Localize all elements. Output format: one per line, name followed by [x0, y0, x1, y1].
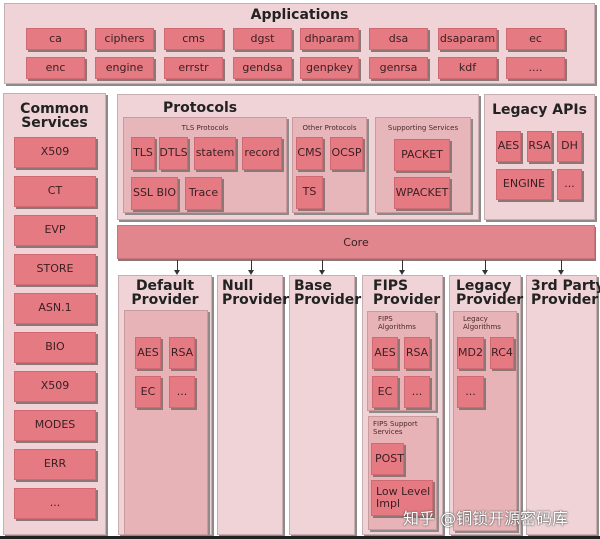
- tls-tls: TLS: [131, 137, 155, 170]
- app-dhparam: dhparam: [300, 28, 359, 50]
- base-provider-title-2: Provider: [294, 292, 362, 308]
- legacy-dh: DH: [557, 131, 582, 162]
- fips-rsa: RSA: [404, 337, 430, 369]
- default-rsa: RSA: [169, 337, 195, 369]
- app-ciphers: ciphers: [95, 28, 154, 50]
- fips-support-title-1: FIPS Support: [373, 420, 418, 428]
- legacy-rc4: RC4: [490, 337, 514, 369]
- legacy-provider-title-2: Provider: [456, 292, 524, 308]
- legacy-algorithms-title-1: Legacy: [463, 315, 488, 323]
- common-store: STORE: [14, 254, 96, 285]
- third-party-provider-panel: 3rd Party Provider: [526, 275, 600, 535]
- supporting-services-title: Supporting Services: [387, 124, 459, 132]
- app-more: ....: [506, 57, 565, 79]
- app-ca: ca: [26, 28, 85, 50]
- legacy-apis-title: Legacy APIs: [492, 102, 587, 118]
- other-ocsp: OCSP: [330, 137, 363, 170]
- protocols-title: Protocols: [163, 100, 238, 116]
- default-provider-title-1: Default: [135, 278, 195, 294]
- null-provider-panel: Null Provider: [217, 275, 289, 535]
- arrow-fips: [399, 260, 405, 275]
- app-dgst: dgst: [233, 28, 292, 50]
- support-packet: PACKET: [394, 139, 450, 171]
- fips-aes: AES: [372, 337, 398, 369]
- tls-ssl-bio: SSL BIO: [131, 177, 178, 210]
- legacy-aes: AES: [496, 131, 521, 162]
- fips-provider-title-1: FIPS: [373, 278, 409, 294]
- applications-title: Applications: [250, 7, 349, 23]
- legacy-provider-title-1: Legacy: [456, 278, 512, 294]
- common-x509: X509: [14, 137, 96, 168]
- base-provider-title-1: Base: [294, 278, 332, 294]
- tls-trace: Trace: [185, 177, 222, 210]
- base-provider-panel: Base Provider: [289, 275, 361, 535]
- support-wpacket: WPACKET: [394, 177, 450, 209]
- tls-dtls: DTLS: [159, 137, 188, 170]
- app-cms: cms: [164, 28, 223, 50]
- common-asn1: ASN.1: [14, 293, 96, 324]
- fips-low-level-impl: Low Level Impl: [371, 480, 433, 516]
- watermark: 知乎 @铜锁开源密码库: [403, 509, 569, 528]
- legacy-more: ...: [557, 169, 582, 200]
- arrow-legacy: [482, 260, 488, 275]
- common-services-title-line1: Common: [20, 101, 89, 117]
- default-aes: AES: [135, 337, 161, 369]
- common-err: ERR: [14, 449, 96, 480]
- legacy-provider-more: ...: [457, 376, 484, 408]
- null-provider-title-2: Provider: [222, 292, 290, 308]
- common-services-title-line2: Services: [21, 115, 88, 131]
- bottom-border: [0, 536, 600, 539]
- app-dsa: dsa: [369, 28, 428, 50]
- arrow-default: [174, 260, 180, 275]
- app-genrsa: genrsa: [369, 57, 428, 79]
- other-ts: TS: [296, 176, 323, 209]
- common-evp: EVP: [14, 215, 96, 246]
- fips-algorithms-title-2: Algorithms: [378, 323, 416, 331]
- core-bar: Core: [117, 225, 595, 259]
- fips-algorithms-title-1: FIPS: [378, 315, 393, 323]
- legacy-rsa: RSA: [527, 131, 552, 162]
- fips-ec: EC: [372, 376, 398, 408]
- default-ec: EC: [135, 376, 161, 408]
- app-dsaparam: dsaparam: [438, 28, 497, 50]
- third-party-provider-title-2: Provider: [531, 292, 599, 308]
- common-more: ...: [14, 488, 96, 519]
- arrow-base: [319, 260, 325, 275]
- app-ec: ec: [506, 28, 565, 50]
- third-party-provider-title-1: 3rd Party: [531, 278, 600, 294]
- fips-support-title-2: Services: [373, 428, 403, 436]
- arrow-third-party: [558, 260, 564, 275]
- other-cms: CMS: [296, 137, 323, 170]
- other-protocols-title: Other Protocols: [302, 124, 357, 132]
- common-modes: MODES: [14, 410, 96, 441]
- app-errstr: errstr: [164, 57, 223, 79]
- tls-record: record: [242, 137, 282, 170]
- common-bio: BIO: [14, 332, 96, 363]
- default-provider-title-2: Provider: [131, 292, 199, 308]
- common-x509-2: X509: [14, 371, 96, 402]
- fips-provider-title-2: Provider: [373, 292, 441, 308]
- app-engine: engine: [95, 57, 154, 79]
- null-provider-title-1: Null: [222, 278, 254, 294]
- app-genpkey: genpkey: [300, 57, 359, 79]
- common-ct: CT: [14, 176, 96, 207]
- legacy-md2: MD2: [457, 337, 484, 369]
- default-more: ...: [169, 376, 195, 408]
- app-enc: enc: [26, 57, 85, 79]
- fips-more: ...: [404, 376, 430, 408]
- fips-post: POST: [371, 443, 404, 475]
- tls-protocols-title: TLS Protocols: [181, 124, 229, 132]
- arrow-null: [248, 260, 254, 275]
- app-gendsa: gendsa: [233, 57, 292, 79]
- app-kdf: kdf: [438, 57, 497, 79]
- tls-statem: statem: [194, 137, 236, 170]
- legacy-algorithms-title-2: Algorithms: [463, 323, 501, 331]
- legacy-engine: ENGINE: [496, 169, 552, 200]
